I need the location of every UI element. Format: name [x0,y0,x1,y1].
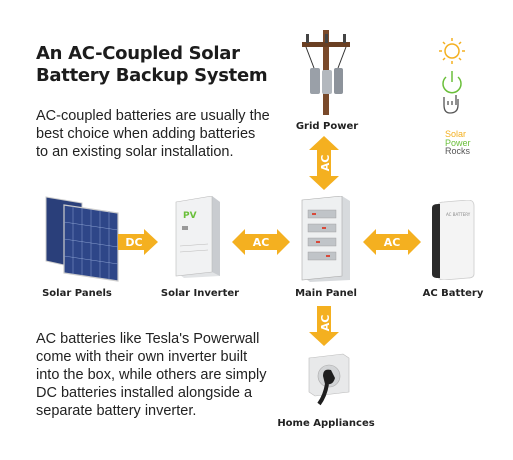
solar-inverter-icon: PV [175,196,220,278]
solar-inverter-label: Solar Inverter [160,288,240,299]
title-line-1: An AC-Coupled Solar [36,43,240,64]
brand-wordmark: Solar Power Rocks [445,130,471,156]
panel-battery-arrow-label: AC [384,236,401,249]
panel-home-arrow-label: AC [319,315,332,332]
brand-word-solar: Solar [445,129,467,139]
panel-battery-arrow: AC [363,229,421,255]
dc-arrow: DC [118,229,158,255]
solar-panels-label: Solar Panels [42,288,112,299]
battery-brand-text: AC BATTERY [446,212,471,217]
note-line-5: separate battery inverter. [36,403,197,419]
home-appliances-label: Home Appliances [277,418,375,429]
grid-panel-arrow: AC [309,136,339,190]
main-panel-label: Main Panel [295,288,357,299]
sun-icon [439,38,465,64]
main-panel-icon [301,196,350,282]
inverter-panel-arrow-label: AC [253,236,270,249]
intro-text: AC-coupled batteries are usually the bes… [36,107,286,161]
grid-power-label: Grid Power [295,121,359,132]
inverter-panel-arrow: AC [232,229,290,255]
note-line-2: come with their own inverter built [36,349,248,365]
title-line-2: Battery Backup System [36,65,268,86]
page-title: An AC-Coupled Solar Battery Backup Syste… [36,43,286,87]
grid-power-icon [302,30,350,115]
note-line-4: DC batteries installed alongside a [36,385,253,401]
ac-battery-icon: AC BATTERY [432,200,475,280]
brand-word-rocks: Rocks [445,146,471,156]
solar-panels-icon [45,196,119,282]
panel-home-arrow: AC [309,306,339,346]
intro-line-1: AC-coupled batteries are usually the [36,108,270,124]
note-line-1: AC batteries like Tesla's Powerwall [36,331,260,347]
note-line-3: into the box, while others are simply [36,367,267,383]
intro-line-3: to an existing solar installation. [36,144,234,160]
ac-battery-label: AC Battery [422,288,484,299]
brand-word-power: Power [445,137,471,148]
power-icon [442,71,462,94]
inverter-badge: PV [183,211,197,221]
solar-power-rocks-logo [439,38,465,114]
intro-line-2: best choice when adding batteries [36,126,256,142]
home-appliances-icon [308,353,350,406]
rock-hand-icon [443,95,459,114]
grid-panel-arrow-label: AC [319,155,332,172]
note-text: AC batteries like Tesla's Powerwall come… [36,330,286,420]
dc-arrow-label: DC [125,236,142,249]
